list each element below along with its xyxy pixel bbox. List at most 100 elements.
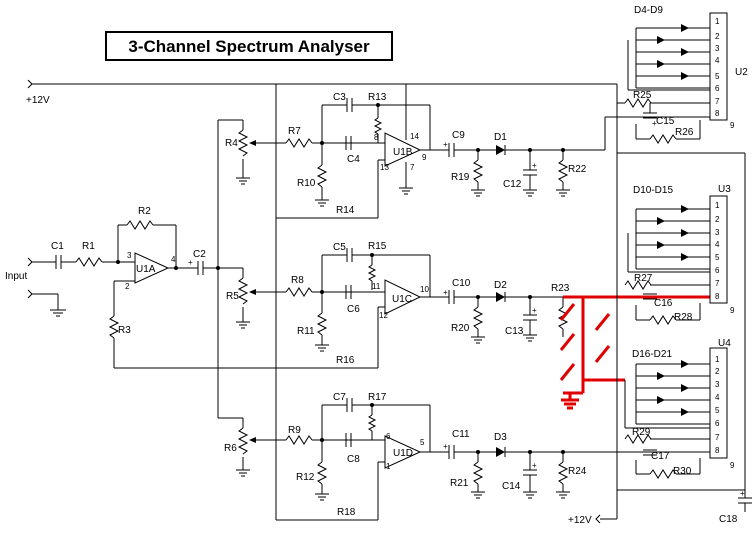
pin-label: 2 bbox=[715, 32, 720, 41]
supply-rail-top: +12V bbox=[26, 79, 625, 520]
right-supply: + C18 +12V bbox=[568, 103, 752, 526]
potentiometers: R4 R5 R6 bbox=[218, 119, 286, 477]
label-c15: C15 bbox=[656, 116, 675, 127]
rectifier-channel-1: C9 + R19 D1 + C12 R22 bbox=[443, 116, 710, 197]
label-led-group-1: D4-D9 bbox=[634, 5, 663, 16]
pin-label: 6 bbox=[386, 432, 391, 441]
led-driver-u4: U4 D16-D21 R29 C17 R30 1 2 3 4 5 6 7 bbox=[624, 338, 735, 479]
label-r27: R27 bbox=[634, 273, 653, 284]
red-modification bbox=[559, 295, 710, 410]
label-c18: C18 bbox=[719, 514, 738, 525]
label-c2: C2 bbox=[193, 249, 206, 260]
filter-channel-2: R8 R11 C5 R15 C6 U1C 11 10 12 R16 bbox=[285, 241, 449, 368]
label-r24: R24 bbox=[568, 466, 587, 477]
label-r18: R18 bbox=[337, 507, 356, 518]
label-r2: R2 bbox=[138, 206, 151, 217]
label-r23: R23 bbox=[551, 283, 570, 294]
pin-label: 7 bbox=[715, 279, 720, 288]
label-r19: R19 bbox=[451, 172, 470, 183]
label-u1d: U1D bbox=[393, 448, 413, 459]
polarity-plus: + bbox=[532, 306, 537, 315]
label-r20: R20 bbox=[451, 323, 470, 334]
pin-label: 6 bbox=[715, 419, 720, 428]
label-r8: R8 bbox=[291, 275, 304, 286]
pin-label: 9 bbox=[730, 121, 735, 130]
pin-label: 1 bbox=[715, 355, 720, 364]
polarity-plus: + bbox=[532, 461, 537, 470]
label-r15: R15 bbox=[368, 241, 387, 252]
label-c12: C12 bbox=[503, 179, 522, 190]
input-label: Input bbox=[5, 271, 27, 282]
pin-label: 3 bbox=[715, 44, 720, 53]
pin-label: 8 bbox=[715, 292, 720, 301]
label-r26: R26 bbox=[675, 127, 694, 138]
pin-label: 13 bbox=[380, 163, 389, 172]
pin-label: 11 bbox=[372, 282, 381, 291]
label-c9: C9 bbox=[452, 130, 465, 141]
label-r14: R14 bbox=[336, 205, 355, 216]
label-c5: C5 bbox=[333, 242, 346, 253]
label-u4: U4 bbox=[718, 338, 731, 349]
pin-label: 1 bbox=[386, 462, 391, 471]
label-r22: R22 bbox=[568, 164, 587, 175]
pin-label: 9 bbox=[730, 306, 735, 315]
title-box: 3-Channel Spectrum Analyser bbox=[105, 31, 393, 61]
pin-label: 4 bbox=[171, 255, 176, 264]
label-c17: C17 bbox=[651, 451, 670, 462]
pin-label: 8 bbox=[374, 133, 379, 142]
label-r17: R17 bbox=[368, 392, 387, 403]
polarity-plus: + bbox=[443, 140, 448, 149]
label-r6: R6 bbox=[224, 443, 237, 454]
label-r29: R29 bbox=[632, 427, 651, 438]
pin-label: 12 bbox=[379, 311, 388, 320]
pin-label: 5 bbox=[715, 253, 720, 262]
pin-label: 8 bbox=[715, 446, 720, 455]
label-u3: U3 bbox=[718, 184, 731, 195]
led-driver-u3: U3 D10-D15 R27 C16 R28 1 2 3 4 5 6 7 bbox=[624, 184, 735, 325]
label-c6: C6 bbox=[347, 304, 360, 315]
pin-label: 5 bbox=[715, 406, 720, 415]
filter-channel-1: R7 R10 C3 R13 C4 U1B 8 14 7 13 9 bbox=[276, 84, 449, 219]
polarity-plus: + bbox=[443, 288, 448, 297]
label-c3: C3 bbox=[333, 92, 346, 103]
label-r7: R7 bbox=[288, 126, 301, 137]
label-r5: R5 bbox=[226, 291, 239, 302]
label-led-group-2: D10-D15 bbox=[633, 185, 673, 196]
pin-label: 7 bbox=[715, 97, 720, 106]
label-r1: R1 bbox=[82, 241, 95, 252]
pin-label: 7 bbox=[715, 433, 720, 442]
pin-label: 9 bbox=[422, 153, 427, 162]
label-c14: C14 bbox=[502, 481, 521, 492]
label-r3: R3 bbox=[118, 325, 131, 336]
label-c11: C11 bbox=[452, 429, 470, 440]
label-r25: R25 bbox=[633, 90, 652, 101]
label-d2: D2 bbox=[494, 280, 507, 291]
label-c16: C16 bbox=[654, 298, 673, 309]
label-c1: C1 bbox=[51, 241, 64, 252]
pin-label: 2 bbox=[715, 215, 720, 224]
led-driver-u2: U2 D4-D9 R25 + C15 R26 1 2 3 4 5 6 bbox=[624, 5, 748, 144]
label-r16: R16 bbox=[336, 355, 355, 366]
pin-label: 7 bbox=[410, 163, 415, 172]
label-c8: C8 bbox=[347, 454, 360, 465]
label-u1a: U1A bbox=[136, 264, 156, 275]
label-d3: D3 bbox=[494, 432, 507, 443]
label-r10: R10 bbox=[297, 178, 316, 189]
label-r21: R21 bbox=[450, 478, 469, 489]
pin-label: 3 bbox=[715, 228, 720, 237]
pin-label: 9 bbox=[730, 461, 735, 470]
diagram-title: 3-Channel Spectrum Analyser bbox=[128, 37, 370, 56]
label-r4: R4 bbox=[225, 138, 238, 149]
label-c13: C13 bbox=[505, 326, 524, 337]
label-c7: C7 bbox=[333, 392, 346, 403]
pin-label: 5 bbox=[715, 72, 720, 81]
pin-label: 4 bbox=[715, 240, 720, 249]
label-d1: D1 bbox=[494, 132, 507, 143]
pin-label: 1 bbox=[715, 201, 720, 210]
pin-label: 6 bbox=[715, 266, 720, 275]
label-r9: R9 bbox=[288, 425, 301, 436]
label-u1b: U1B bbox=[393, 147, 413, 158]
pin-label: 3 bbox=[715, 380, 720, 389]
